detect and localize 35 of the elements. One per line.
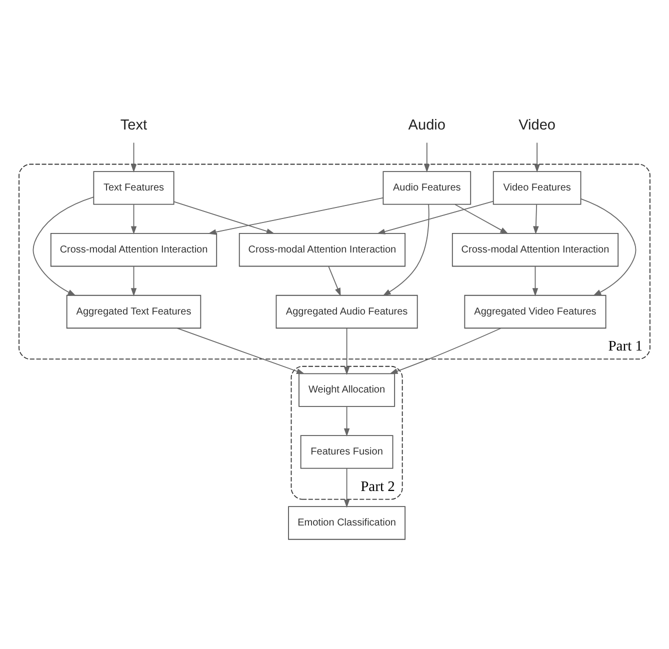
arrow xyxy=(424,142,430,173)
arrow xyxy=(130,204,137,234)
node-box: Emotion Classification xyxy=(288,506,406,540)
arrow xyxy=(130,266,137,296)
node-text: Audio xyxy=(408,117,446,134)
node-box: Weight Allocation xyxy=(298,373,396,407)
arrow xyxy=(208,197,384,235)
node-text: Video xyxy=(518,117,556,134)
arrow xyxy=(382,204,430,296)
node-box: Features Fusion xyxy=(300,435,394,469)
node-box: Aggregated Video Features xyxy=(464,294,606,329)
arrow xyxy=(344,406,350,437)
node-text: Text xyxy=(120,117,148,134)
arrow xyxy=(376,200,494,234)
node-box: Aggregated Audio Features xyxy=(276,294,418,329)
arrow xyxy=(344,328,350,375)
arrow xyxy=(174,201,275,234)
arrow xyxy=(32,196,94,296)
arrow xyxy=(176,328,305,374)
node-box: Cross-modal Attention Interaction xyxy=(238,233,406,267)
arrow xyxy=(344,468,350,508)
node-box: Text Features xyxy=(93,171,174,205)
node-box: Cross-modal Attention Interaction xyxy=(452,233,619,267)
arrow xyxy=(328,266,341,296)
arrow xyxy=(389,328,502,374)
arrow xyxy=(534,142,540,173)
arrow xyxy=(454,204,508,234)
arrow xyxy=(532,266,538,296)
arrow xyxy=(580,198,636,296)
node-box: Aggregated Text Features xyxy=(66,294,202,329)
arrow xyxy=(130,142,137,173)
node-box: Video Features xyxy=(492,171,582,205)
arrow xyxy=(533,204,539,234)
node-box: Audio Features xyxy=(382,171,472,205)
node-box: Cross-modal Attention Interaction xyxy=(50,233,218,267)
